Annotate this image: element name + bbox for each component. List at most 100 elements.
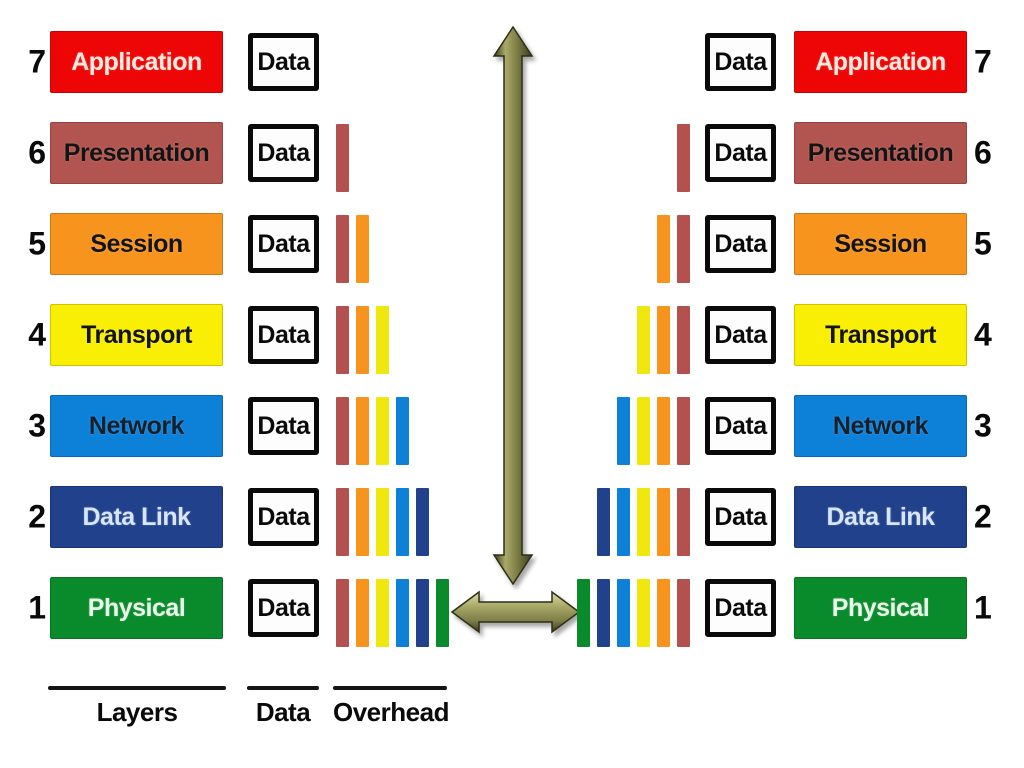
overhead-bar [657, 306, 670, 374]
data-box-label-right: Data [714, 411, 767, 440]
layers-footer-label: Layers [96, 697, 178, 727]
layer-box-right: Network [794, 395, 967, 457]
data-footer-label: Data [255, 697, 311, 727]
data-box-right: Data [705, 579, 776, 637]
data-box-label-left: Data [257, 47, 310, 76]
overhead-bar [657, 579, 670, 647]
overhead-bar [356, 397, 369, 465]
osi-layer-row-network: 3 Network Data Data Network 3 [0, 395, 1024, 465]
osi-layer-row-session: 5 Session Data Data Session 5 [0, 213, 1024, 283]
layer-label-left: Session [90, 229, 183, 258]
overhead-bar [637, 306, 650, 374]
overhead-bar [416, 488, 429, 556]
layer-box-left: Network [50, 395, 223, 457]
layer-label-left: Transport [81, 320, 192, 349]
data-box-label-right: Data [714, 593, 767, 622]
overhead-bars-left [336, 488, 429, 556]
data-box-label-left: Data [257, 411, 310, 440]
layer-box-right: Transport [794, 304, 967, 366]
osi-layer-row-physical: 1 Physical Data Data Physical 1 [0, 577, 1024, 647]
overhead-bar [376, 488, 389, 556]
layer-box-right: Presentation [794, 122, 967, 184]
layer-label-right: Presentation [807, 138, 954, 167]
overhead-bar [336, 397, 349, 465]
layer-number-left: 7 [28, 43, 46, 80]
layer-number-right: 1 [974, 589, 992, 626]
data-box-label-right: Data [714, 229, 767, 258]
overhead-footer-label: Overhead [333, 697, 449, 727]
data-box-left: Data [248, 488, 319, 546]
overhead-bars-left [336, 397, 409, 465]
overhead-bars-right [577, 579, 690, 647]
data-box-left: Data [248, 306, 319, 364]
overhead-bar [376, 397, 389, 465]
overhead-bar [376, 579, 389, 647]
data-box-right: Data [705, 397, 776, 455]
data-box-label-right: Data [714, 502, 767, 531]
layer-label-right: Network [832, 411, 929, 440]
data-box-left: Data [248, 215, 319, 273]
layer-number-right: 5 [974, 225, 992, 262]
overhead-bar [396, 397, 409, 465]
overhead-bar [376, 306, 389, 374]
overhead-bar [677, 579, 690, 647]
layer-box-left: Data Link [50, 486, 223, 548]
overhead-bar [617, 488, 630, 556]
overhead-bar [436, 579, 449, 647]
overhead-bar [336, 579, 349, 647]
overhead-bar [637, 488, 650, 556]
overhead-bar [657, 397, 670, 465]
overhead-bar [637, 397, 650, 465]
layer-number-left: 1 [28, 589, 46, 626]
overhead-bar [597, 488, 610, 556]
overhead-bar [396, 579, 409, 647]
data-box-label-left: Data [257, 320, 310, 349]
overhead-bar [597, 579, 610, 647]
data-box-label-left: Data [257, 593, 310, 622]
overhead-bar [657, 488, 670, 556]
overhead-bar [677, 306, 690, 374]
layer-number-right: 3 [974, 407, 992, 444]
layer-box-left: Presentation [50, 122, 223, 184]
layer-box-right: Session [794, 213, 967, 275]
data-box-left: Data [248, 33, 319, 91]
data-box-label-left: Data [257, 138, 310, 167]
data-box-right: Data [705, 215, 776, 273]
overhead-bar [356, 488, 369, 556]
layer-number-right: 2 [974, 498, 992, 535]
overhead-bar [356, 579, 369, 647]
layer-number-left: 3 [28, 407, 46, 444]
overhead-bar [637, 579, 650, 647]
data-box-label-left: Data [257, 229, 310, 258]
osi-layer-row-data-link: 2 Data Link Data Data Data Link 2 [0, 486, 1024, 556]
layer-number-left: 2 [28, 498, 46, 535]
overhead-bar [617, 397, 630, 465]
overhead-underline [333, 686, 447, 690]
overhead-bar [677, 215, 690, 283]
overhead-bars-right [597, 488, 690, 556]
data-box-right: Data [705, 33, 776, 91]
overhead-bar [336, 215, 349, 283]
overhead-bars-left [336, 215, 369, 283]
data-box-label-right: Data [714, 47, 767, 76]
overhead-bar [677, 488, 690, 556]
layer-label-right: Session [834, 229, 927, 258]
overhead-bar [577, 579, 590, 647]
layer-label-left: Application [71, 47, 202, 76]
osi-layer-row-presentation: 6 Presentation Data Data Presentation 6 [0, 122, 1024, 192]
overhead-bar [677, 397, 690, 465]
footer-overhead: Overhead [333, 686, 449, 728]
overhead-bar [356, 215, 369, 283]
overhead-bars-left [336, 306, 389, 374]
layer-box-left: Session [50, 213, 223, 275]
layers-underline [48, 686, 226, 690]
data-box-left: Data [248, 124, 319, 182]
footer-data: Data [247, 686, 319, 728]
overhead-bars-right [617, 397, 690, 465]
overhead-bar [677, 124, 690, 192]
data-box-right: Data [705, 488, 776, 546]
overhead-bars-left [336, 124, 349, 192]
layer-box-left: Application [50, 31, 223, 93]
overhead-bars-right [677, 124, 690, 192]
